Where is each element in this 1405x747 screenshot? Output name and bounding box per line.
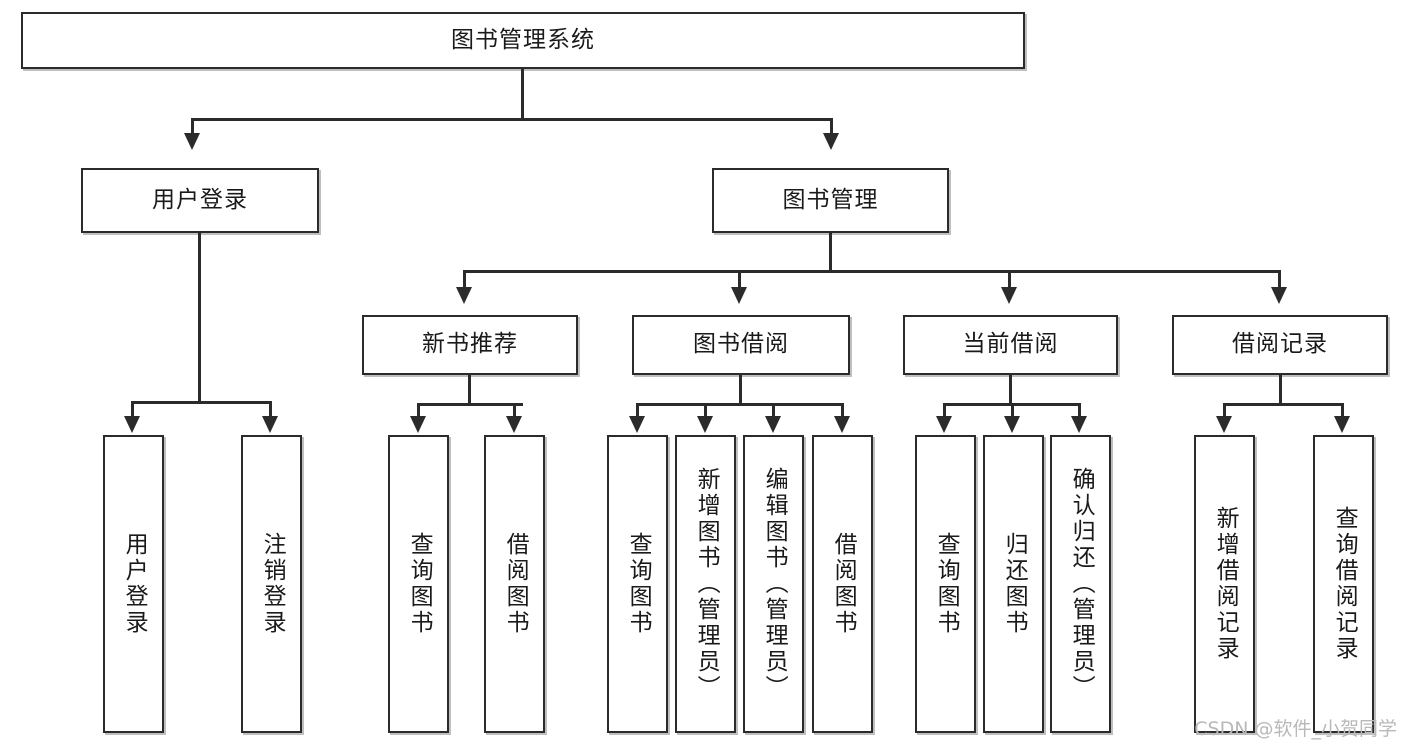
edge-level2-bus <box>191 118 833 121</box>
edge-new-book-drop-2 <box>513 403 516 419</box>
node-current-borrow[interactable]: 当前借阅 <box>903 315 1118 375</box>
node-label: 图书借阅 <box>693 331 789 358</box>
edge-to-user-login <box>191 118 194 137</box>
edge-book-borrow-bus <box>636 403 843 406</box>
arrowhead-leaf-return-book <box>1004 416 1020 433</box>
arrowhead-leaf-logout <box>262 416 278 433</box>
arrowhead-leaf-borrow-book-2 <box>834 416 850 433</box>
edge-to-book-borrow <box>738 270 741 290</box>
node-leaf-user-login[interactable]: 用户登录 <box>103 435 164 733</box>
edge-borrow-record-drop-1 <box>1223 403 1226 419</box>
node-label: 编辑图书（管理员） <box>761 467 788 701</box>
edge-current-borrow-drop-3 <box>1078 403 1081 419</box>
edge-user-login-bus <box>131 401 270 404</box>
node-leaf-borrow-book-recommend[interactable]: 借阅图书 <box>484 435 545 733</box>
arrowhead-current-borrow <box>1001 287 1017 304</box>
edge-current-borrow-stem <box>1009 375 1012 403</box>
node-book-management[interactable]: 图书管理 <box>712 168 949 233</box>
node-label: 查询图书 <box>625 532 652 636</box>
node-book-borrow[interactable]: 图书借阅 <box>632 315 850 375</box>
node-leaf-query-book-recommend[interactable]: 查询图书 <box>388 435 449 733</box>
edge-root-stem <box>521 69 524 118</box>
arrowhead-leaf-user-login <box>124 416 140 433</box>
node-label: 新增借阅记录 <box>1212 506 1239 662</box>
node-leaf-borrow-book[interactable]: 借阅图书 <box>812 435 873 733</box>
node-leaf-query-book-current[interactable]: 查询图书 <box>915 435 976 733</box>
edge-to-book-management <box>830 118 833 137</box>
edge-user-login-drop-1 <box>131 401 134 419</box>
edge-current-borrow-drop-2 <box>1011 403 1014 419</box>
arrowhead-user-login <box>184 133 200 150</box>
node-leaf-query-book-borrow[interactable]: 查询图书 <box>607 435 668 733</box>
node-label: 查询图书 <box>933 532 960 636</box>
node-leaf-add-borrow-record[interactable]: 新增借阅记录 <box>1194 435 1255 733</box>
edge-new-book-bus <box>417 403 523 406</box>
node-user-login[interactable]: 用户登录 <box>81 168 319 233</box>
node-label: 新书推荐 <box>422 331 518 358</box>
arrowhead-borrow-record <box>1271 287 1287 304</box>
edge-level3-bus <box>463 270 1281 273</box>
arrowhead-leaf-query-book-2 <box>629 416 645 433</box>
node-label: 注销登录 <box>259 532 286 636</box>
node-leaf-query-borrow-record[interactable]: 查询借阅记录 <box>1313 435 1374 733</box>
node-label: 图书管理 <box>782 186 879 213</box>
node-label: 确认归还（管理员） <box>1068 467 1095 701</box>
node-leaf-confirm-return-admin[interactable]: 确认归还（管理员） <box>1050 435 1111 733</box>
edge-borrow-record-bus <box>1223 403 1342 406</box>
node-label: 用户登录 <box>121 532 148 636</box>
edge-book-management-stem <box>829 233 832 270</box>
node-leaf-edit-book-admin[interactable]: 编辑图书（管理员） <box>743 435 804 733</box>
edge-new-book-stem <box>468 375 471 403</box>
arrowhead-leaf-confirm-return <box>1071 416 1087 433</box>
node-leaf-add-book-admin[interactable]: 新增图书（管理员） <box>675 435 736 733</box>
node-new-book-recommend[interactable]: 新书推荐 <box>362 315 578 375</box>
edge-borrow-record-stem <box>1279 375 1282 403</box>
node-label: 借阅记录 <box>1232 331 1328 358</box>
edge-book-borrow-stem <box>739 375 742 403</box>
node-root-book-management-system[interactable]: 图书管理系统 <box>21 12 1025 69</box>
edge-to-new-book <box>463 270 466 290</box>
edge-to-current-borrow <box>1008 270 1011 290</box>
arrowhead-leaf-borrow-book-1 <box>506 416 522 433</box>
arrowhead-leaf-query-record <box>1334 416 1350 433</box>
node-borrow-record[interactable]: 借阅记录 <box>1172 315 1388 375</box>
arrowhead-book-borrow <box>731 287 747 304</box>
node-leaf-return-book[interactable]: 归还图书 <box>983 435 1044 733</box>
node-label: 借阅图书 <box>502 532 529 636</box>
edge-current-borrow-drop-1 <box>943 403 946 419</box>
arrowhead-leaf-add-record <box>1216 416 1232 433</box>
node-leaf-logout[interactable]: 注销登录 <box>241 435 302 733</box>
edge-book-borrow-drop-1 <box>636 403 639 419</box>
node-label: 图书管理系统 <box>451 26 595 53</box>
node-label: 查询图书 <box>406 532 433 636</box>
arrowhead-leaf-edit-book <box>765 416 781 433</box>
edge-user-login-drop-2 <box>269 401 272 419</box>
edge-book-borrow-drop-3 <box>772 403 775 419</box>
edge-to-borrow-record <box>1278 270 1281 290</box>
edge-book-borrow-drop-4 <box>841 403 844 419</box>
edge-user-login-stem <box>198 233 201 401</box>
edge-borrow-record-drop-2 <box>1341 403 1344 419</box>
edge-new-book-drop-1 <box>417 403 420 419</box>
node-label: 借阅图书 <box>830 532 857 636</box>
node-label: 归还图书 <box>1001 532 1028 636</box>
arrowhead-leaf-query-book-3 <box>936 416 952 433</box>
arrowhead-leaf-add-book <box>697 416 713 433</box>
edge-book-borrow-drop-2 <box>704 403 707 419</box>
node-label: 新增图书（管理员） <box>693 467 720 701</box>
node-label: 当前借阅 <box>962 331 1059 358</box>
node-label: 用户登录 <box>152 186 248 213</box>
arrowhead-book-management <box>823 133 839 150</box>
arrowhead-leaf-query-book-1 <box>410 416 426 433</box>
node-label: 查询借阅记录 <box>1331 506 1358 662</box>
arrowhead-new-book-recommend <box>456 287 472 304</box>
